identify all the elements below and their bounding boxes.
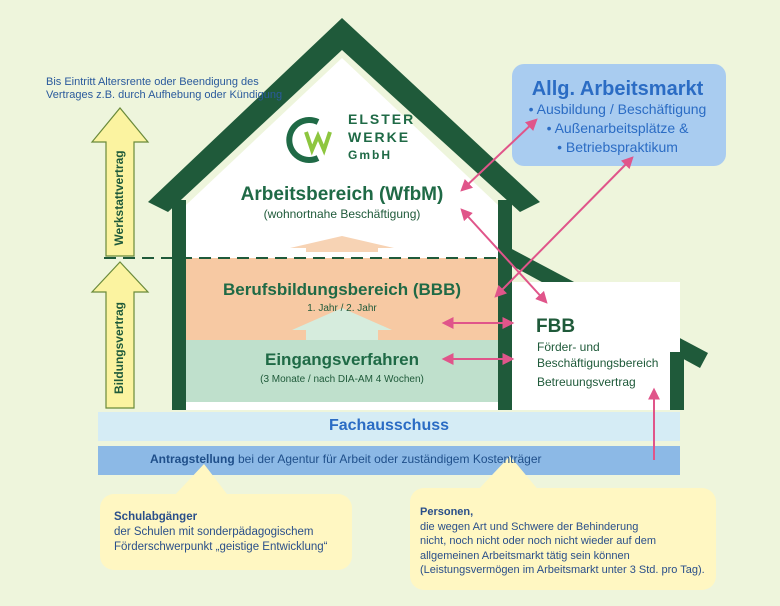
fbb-title: FBB [536, 316, 576, 337]
antrag-label-bold: Antragstellung [150, 452, 235, 466]
arbeitsmarkt-item1: • Ausbildung / Beschäftigung [528, 101, 707, 117]
arrow-wfbm-fbb [460, 208, 548, 304]
arbeitsmarkt-item2: • Außenarbeitsplätze & [546, 120, 689, 136]
up-arrow-eingang [292, 308, 392, 340]
arrow-bbb-arbeitsmarkt [494, 156, 634, 298]
personen-line3: allgemeinen Arbeitsmarkt tätig sein könn… [420, 549, 630, 562]
logo-line2: WERKE [348, 129, 411, 145]
eingang-band [186, 340, 498, 402]
personen-line2: nicht, noch nicht oder noch nicht wieder… [420, 535, 657, 547]
arbeitsmarkt-box [512, 64, 726, 166]
bbb-subtitle: 1. Jahr / 2. Jahr [307, 303, 377, 314]
bbb-title: Berufsbildungsbereich (BBB) [222, 280, 462, 299]
elster-werke-logo [286, 117, 332, 163]
fbb-line1: Förder- und [537, 340, 600, 354]
house-left-wall [172, 200, 186, 410]
bildungsvertrag-label: Bildungsvertrag [112, 302, 126, 395]
werkstattvertrag-label: Werkstattvertrag [112, 150, 126, 246]
schulabgaenger-line2: Förderschwerpunkt „geistige Entwicklung“ [114, 541, 328, 553]
top-note-line1: Bis Eintritt Altersrente oder Beendigung… [46, 76, 259, 88]
fachausschuss-label: Fachausschuss [328, 417, 450, 434]
schulabgaenger-line1: der Schulen mit sonderpädagogischem [114, 526, 314, 538]
arbeitsmarkt-title: Allg. Arbeitsmarkt [531, 78, 704, 100]
personen-title: Personen, [420, 506, 474, 518]
personen-text: Personen, die wegen Art und Schwere der … [420, 505, 705, 578]
eingang-subtitle: (3 Monate / nach DIA-AM 4 Wochen) [260, 374, 424, 385]
schulabgaenger-title: Schulabgänger [114, 511, 198, 523]
personen-line1: die wegen Art und Schwere der Behinderun… [420, 520, 639, 533]
bubble-tail-right [476, 456, 540, 492]
fbb-line2: Beschäftigungsbereich [537, 356, 659, 370]
annex-right-wall [670, 352, 684, 410]
logo-line3: GmbH [348, 148, 392, 162]
antrag-label: Antragstellung bei der Agentur für Arbei… [150, 452, 542, 466]
eingang-title: Eingangsverfahren [265, 350, 419, 369]
arrow-bildungsvertrag [90, 261, 150, 409]
bubble-schulabgaenger [100, 494, 352, 570]
arbeitsmarkt-item3: • Betriebspraktikum [557, 139, 678, 155]
bubble-personen [410, 488, 716, 590]
arrow-wfbm-arbeitsmarkt [460, 118, 538, 192]
personen-line4: (Leistungsvermögen im Arbeitsmarkt unter… [420, 564, 705, 576]
antrag-label-rest: bei der Agentur für Arbeit oder zuständi… [234, 452, 542, 466]
top-note-line2: Vertrages z.B. durch Aufhebung oder Künd… [46, 89, 283, 101]
fbb-text: Förder- und Beschäftigungsbereich [537, 339, 658, 371]
top-note: Bis Eintritt Altersrente oder Beendigung… [46, 76, 282, 102]
arbeitsbereich-title: Arbeitsbereich (WfbM) [240, 184, 444, 205]
arrow-werkstattvertrag [90, 107, 150, 257]
antrag-band [98, 446, 680, 475]
schulabgaenger-text: Schulabgänger der Schulen mit sonderpäda… [114, 510, 327, 555]
up-arrow-bbb [290, 236, 394, 252]
fachausschuss-band [98, 412, 680, 441]
fbb-line3: Betreuungsvertrag [537, 375, 636, 389]
bubble-tail-left [172, 464, 230, 498]
logo-line1: ELSTER [348, 111, 416, 127]
logo-text: ELSTER WERKE GmbH [348, 110, 415, 164]
house-right-wall [498, 200, 512, 410]
arbeitsbereich-subtitle: (wohnortnahe Beschäftigung) [263, 207, 421, 221]
